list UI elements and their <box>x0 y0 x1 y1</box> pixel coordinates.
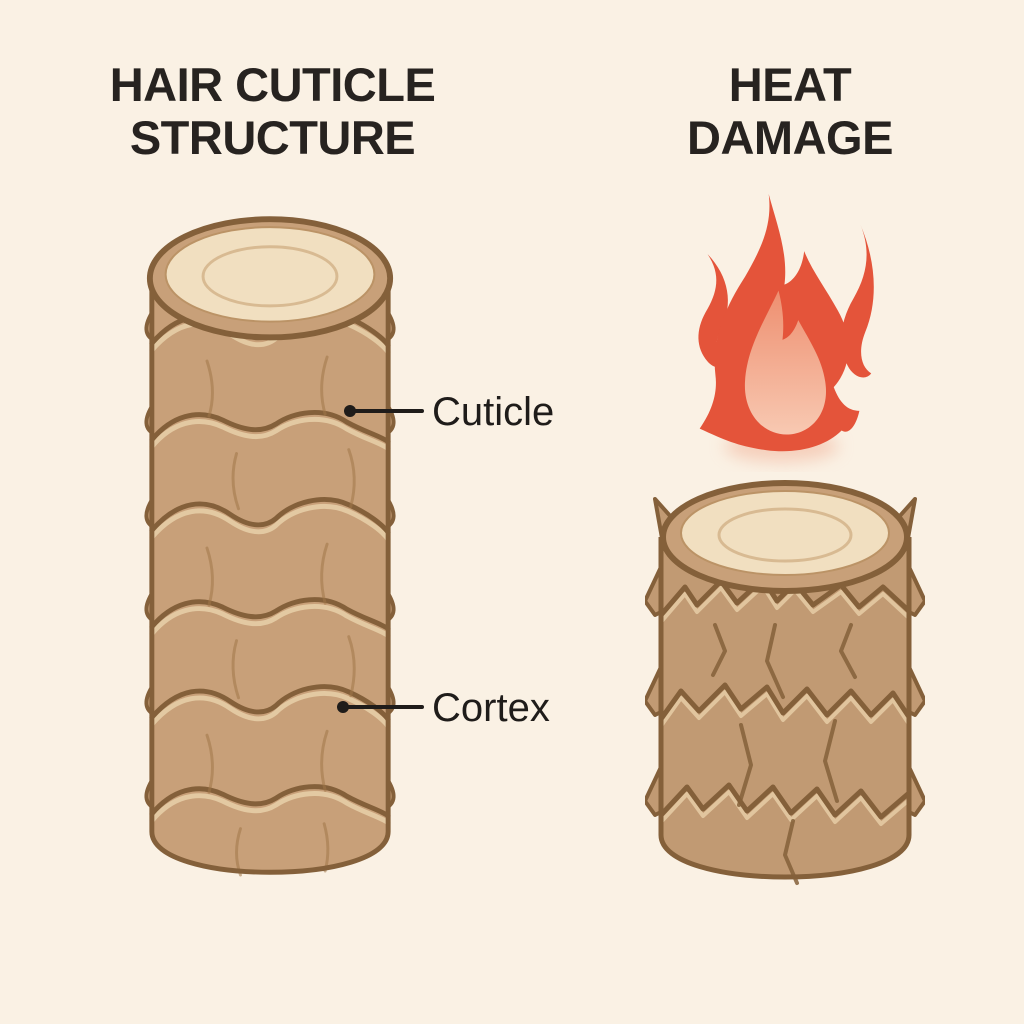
right-title-line1: HEAT <box>728 58 852 111</box>
flame-inner <box>744 290 827 435</box>
right-panel-title: HEAT DAMAGE <box>600 58 980 164</box>
cortex-label: Cortex <box>432 686 550 730</box>
cuticle-leader-line <box>350 409 424 413</box>
hair-shaft-body <box>151 278 389 873</box>
right-title-line2: DAMAGE <box>687 111 893 164</box>
left-title-line1: HAIR CUTICLE <box>109 58 436 111</box>
damaged-hair-shaft-illustration <box>645 480 925 885</box>
cuticle-cracks <box>711 623 857 885</box>
left-title-line2: STRUCTURE <box>129 111 416 164</box>
hair-cut-surface <box>146 216 394 341</box>
flame-icon <box>698 193 874 463</box>
cortex-leader-line <box>343 705 424 709</box>
healthy-hair-shaft-illustration <box>144 216 396 877</box>
flame-left-wisp <box>698 254 728 368</box>
flame-right-wisp <box>841 224 874 378</box>
left-panel-title: HAIR CUTICLE STRUCTURE <box>40 58 505 164</box>
scale-veins <box>205 355 356 877</box>
damaged-cut-surface <box>660 480 910 594</box>
cuticle-label: Cuticle <box>432 390 555 434</box>
damaged-scale-edges <box>658 576 912 826</box>
